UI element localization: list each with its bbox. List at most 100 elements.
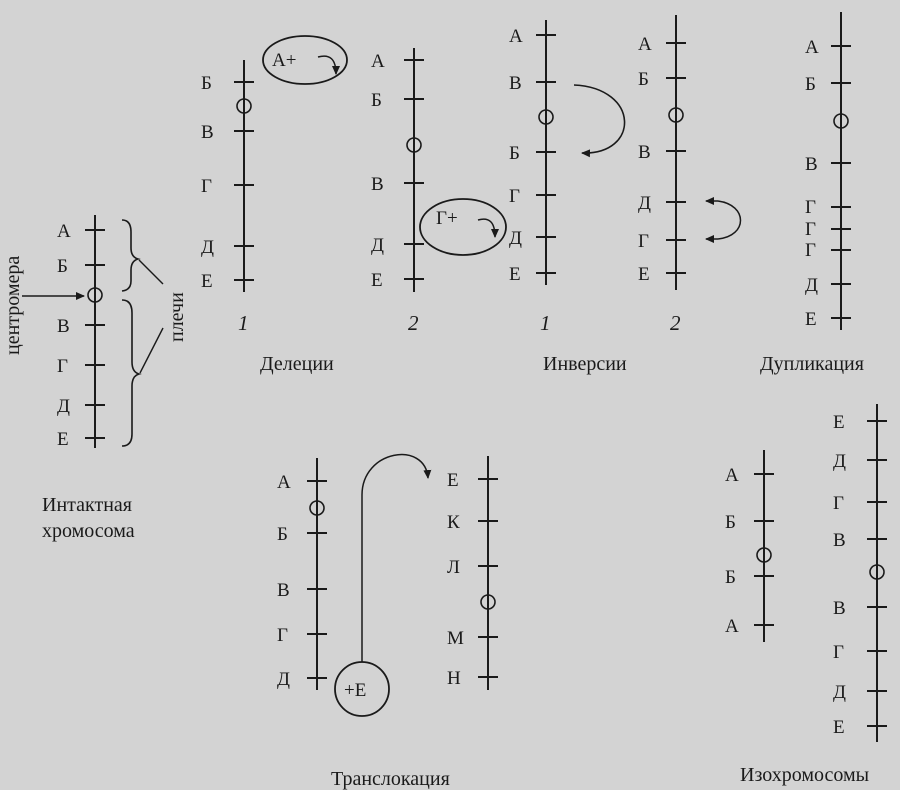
intact-gene-label: Г xyxy=(57,356,68,377)
inversion-1-gene-label: В xyxy=(509,73,522,94)
deletion-2: А Б В Д Е Г+ 2 xyxy=(371,48,507,335)
inversion-1-arrow xyxy=(573,84,626,158)
inversion-2-arrow xyxy=(717,200,742,240)
translocation-donor-centromere xyxy=(309,500,325,516)
translocation-arrow xyxy=(361,453,432,662)
lower-arm-brace xyxy=(121,299,142,447)
deletion-2-gene-label: Б xyxy=(371,90,382,111)
arms-pointer-line xyxy=(139,327,164,374)
translocated-segment-label: +Е xyxy=(344,680,366,701)
intact-gene-label: А xyxy=(57,221,71,242)
isochromosome-long-gene-label: Е xyxy=(833,717,845,738)
translocation-recipient-gene-label: Н xyxy=(447,668,461,689)
translocation-donor-gene-label: Д xyxy=(277,669,290,690)
deleted-segment-label: Г+ xyxy=(436,208,458,229)
deletions-caption: Делеции xyxy=(260,353,334,375)
isochromosome-long-centromere xyxy=(869,564,885,580)
translocation-recipient: Е К Л М Н xyxy=(447,456,498,690)
translocation-recipient-centromere xyxy=(480,594,496,610)
translocation-donor-gene-label: Г xyxy=(277,625,288,646)
duplication: А Б В Г Г Г Д Е xyxy=(805,12,851,330)
duplication-gene-label: Г xyxy=(805,240,816,261)
intact-gene-label: Д xyxy=(57,396,70,417)
deleted-segment-label: А+ xyxy=(272,50,296,71)
translocation-donor-gene-label: Б xyxy=(277,524,288,545)
translocation-donor-gene-label: В xyxy=(277,580,290,601)
inversion-1-gene-label: Д xyxy=(509,228,522,249)
translocation-donor-gene-label: А xyxy=(277,472,291,493)
deletion-2-gene-label: Е xyxy=(371,270,383,291)
isochromosome-long-gene-label: Д xyxy=(833,451,846,472)
inversion-1-gene-label: Б xyxy=(509,143,520,164)
duplication-gene-label: В xyxy=(805,154,818,175)
deletion-2-gene-label: Д xyxy=(371,235,384,256)
inversion-2: А Б В Д Г Е 2 xyxy=(638,15,742,335)
isochromosome-short-gene-label: А xyxy=(725,465,739,486)
inversion-1-number: 1 xyxy=(540,311,551,335)
intact-centromere xyxy=(87,287,103,303)
translocation-recipient-gene-label: Е xyxy=(447,470,459,491)
isochromosome-short-gene-label: А xyxy=(725,616,739,637)
inversion-2-number: 2 xyxy=(670,311,681,335)
duplication-gene-label: Д xyxy=(805,275,818,296)
deleted-segment-arrow xyxy=(317,55,340,75)
inversion-1-centromere xyxy=(538,109,554,125)
deletion-2-centromere xyxy=(406,137,422,153)
deletion-1-gene-label: В xyxy=(201,122,214,143)
centromere-label: центромера xyxy=(2,256,24,355)
duplication-gene-label: Г xyxy=(805,197,816,218)
deletion-1-gene-label: Е xyxy=(201,271,213,292)
deletion-1-gene-label: Б xyxy=(201,73,212,94)
isochromosome-short-centromere xyxy=(756,547,772,563)
isochromosome-long-gene-label: Д xyxy=(833,682,846,703)
isochromosome-long: Е Д Г В В Г Д Е xyxy=(833,404,887,742)
duplication-gene-label: А xyxy=(805,37,819,58)
arms-pointer-line xyxy=(138,259,164,285)
upper-arm-brace xyxy=(121,219,141,292)
duplication-gene-label: Е xyxy=(805,309,817,330)
deletion-1: Б В Г Д Е А+ 1 xyxy=(201,35,348,335)
deletion-2-gene-label: В xyxy=(371,174,384,195)
isochromosome-long-gene-label: Е xyxy=(833,412,845,433)
intact-gene-label: В xyxy=(57,316,70,337)
translocated-segment: +Е xyxy=(334,453,432,717)
inversion-2-centromere xyxy=(668,107,684,123)
inversion-1: А В Б Г Д Е 1 xyxy=(509,20,626,335)
inversion-1-gene-label: Е xyxy=(509,264,521,285)
inversions-caption: Инверсии xyxy=(543,353,627,375)
inversion-2-gene-label: В xyxy=(638,142,651,163)
deletion-1-gene-label: Д xyxy=(201,237,214,258)
inversion-1-gene-label: Г xyxy=(509,186,520,207)
isochromosome-short-gene-label: Б xyxy=(725,512,736,533)
deletion-1-centromere xyxy=(236,98,252,114)
duplication-gene-label: Б xyxy=(805,74,816,95)
inversion-2-gene-label: Г xyxy=(638,231,649,252)
translocation-donor: А Б В Г Д xyxy=(277,458,327,690)
isochromosome-short-gene-label: Б xyxy=(725,567,736,588)
deletion-1-number: 1 xyxy=(238,311,249,335)
inversion-2-gene-label: А xyxy=(638,34,652,55)
intact-chromosome: А Б В Г Д Е центромера плечи Интактная х… xyxy=(2,215,188,542)
isochromosomes-caption: Изохромосомы xyxy=(740,764,869,786)
inversion-1-gene-label: А xyxy=(509,26,523,47)
translocation-caption: Транслокация xyxy=(331,768,450,790)
translocation-recipient-gene-label: К xyxy=(447,512,460,533)
translocation-recipient-gene-label: Л xyxy=(447,557,460,578)
arms-label: плечи xyxy=(166,292,188,342)
duplication-caption: Дупликация xyxy=(760,353,864,375)
duplication-centromere xyxy=(833,113,849,129)
deleted-segment-arrow xyxy=(477,218,499,238)
inversion-2-gene-label: Е xyxy=(638,264,650,285)
isochromosome-long-gene-label: Г xyxy=(833,642,844,663)
deletion-2-number: 2 xyxy=(408,311,419,335)
isochromosome-long-gene-label: В xyxy=(833,530,846,551)
inversion-2-gene-label: Б xyxy=(638,69,649,90)
duplication-gene-label: Г xyxy=(805,219,816,240)
deleted-segment-oval xyxy=(419,198,507,256)
inversion-2-gene-label: Д xyxy=(638,193,651,214)
deleted-segment-oval xyxy=(262,35,348,85)
intact-caption: Интактная xyxy=(42,494,132,516)
deletion-2-gene-label: А xyxy=(371,51,385,72)
intact-gene-label: Б xyxy=(57,256,68,277)
